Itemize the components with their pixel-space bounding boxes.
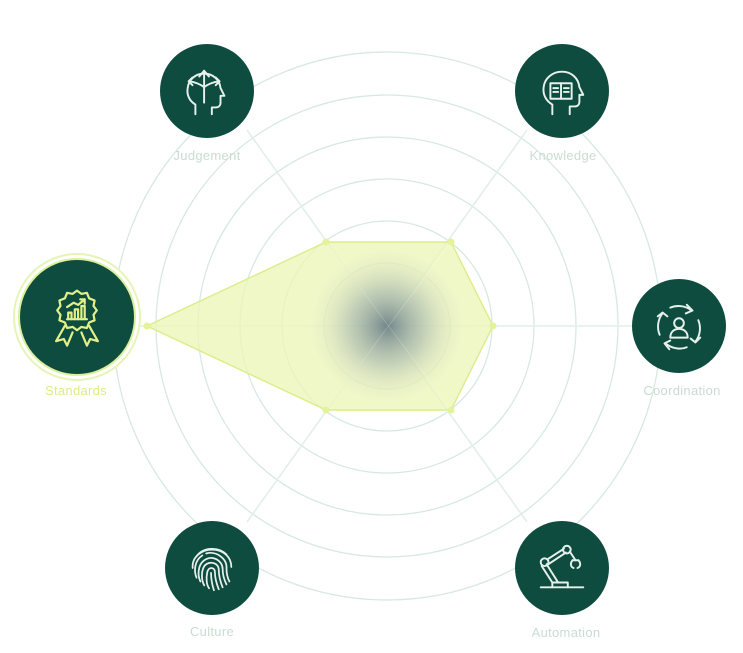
label-automation: Automation [531,625,601,640]
score-point-coordination [489,322,497,330]
node-judgement[interactable] [160,44,254,138]
node-knowledge[interactable] [515,44,609,138]
node-standards[interactable] [18,258,136,376]
node-automation[interactable] [515,521,609,615]
node-culture[interactable] [165,521,259,615]
node-coordination[interactable] [632,279,726,373]
award-chart-icon [55,289,99,347]
score-points [143,238,497,414]
cycle-person-icon [656,303,702,351]
book-head-icon [542,70,585,116]
split-arrows-head-icon [186,69,226,116]
score-point-knowledge [447,238,455,246]
score-point-automation [447,406,455,414]
score-point-judgement [322,238,330,246]
label-coordination: Coordination [643,383,721,398]
robot-arm-icon [539,544,585,589]
center-spoke-overlay [325,241,452,411]
score-point-standards [143,322,151,330]
label-culture: Culture [189,624,235,639]
label-standards: Standards [45,383,107,398]
center-spoke-overlay [325,241,452,411]
score-point-culture [322,406,330,414]
center-glow [307,246,467,406]
fingerprint-icon [191,548,233,592]
label-knowledge: Knowledge [529,148,597,163]
label-judgement: Judgement [173,148,241,163]
